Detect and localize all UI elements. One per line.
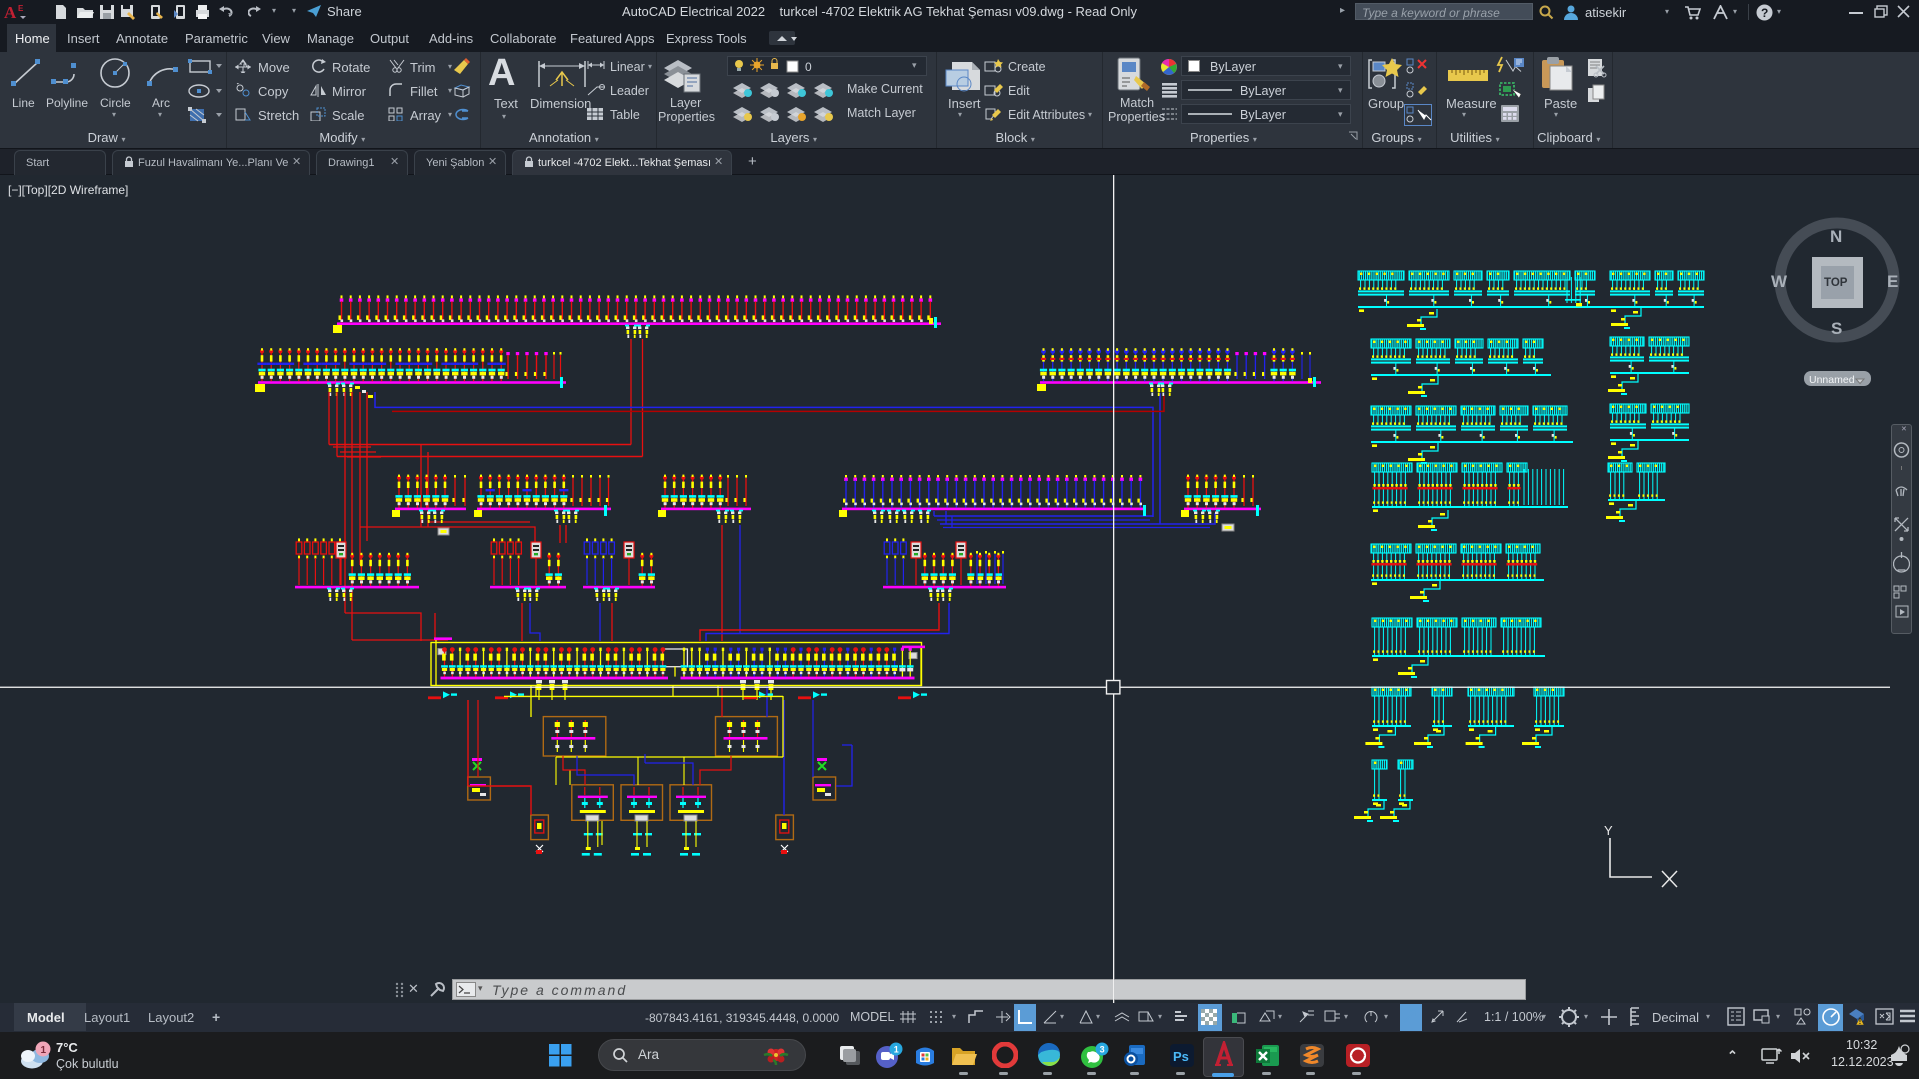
svg-text:N: N <box>1830 227 1842 246</box>
svg-text:!: ! <box>1859 1017 1862 1026</box>
svg-text:S: S <box>1831 319 1842 338</box>
svg-text:3: 3 <box>1100 1045 1105 1055</box>
svg-text:W: W <box>1771 272 1788 291</box>
svg-text:E: E <box>18 4 24 13</box>
svg-text:Ps: Ps <box>1173 1049 1189 1064</box>
svg-text:E: E <box>1887 272 1898 291</box>
svg-text:Y: Y <box>1604 823 1613 838</box>
svg-text:1: 1 <box>894 1045 899 1055</box>
svg-text:?: ? <box>1761 6 1768 20</box>
svg-text:A: A <box>4 3 17 21</box>
svg-text:1: 1 <box>41 1045 47 1056</box>
svg-text:TOP: TOP <box>1824 277 1848 289</box>
